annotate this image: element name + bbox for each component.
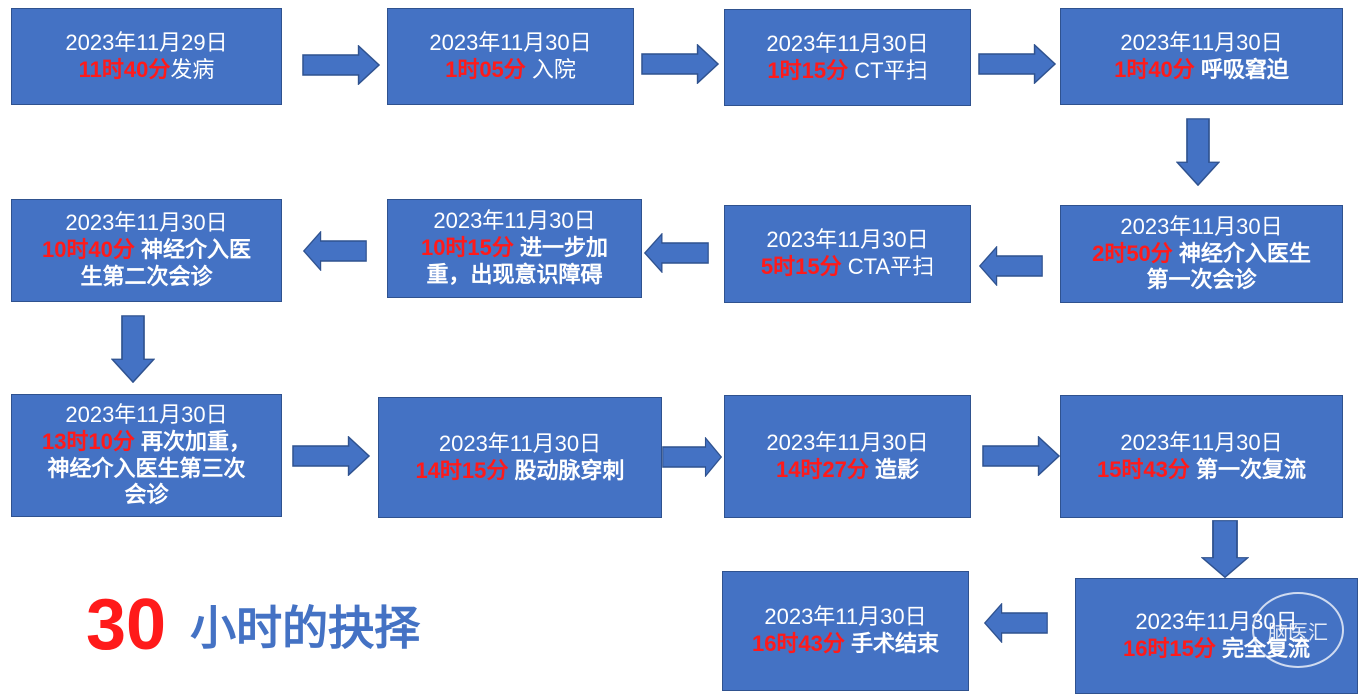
arrow-left-icon: [303, 231, 367, 271]
timeline-step-8: 2023年11月30日 10时40分 神经介入医 生第二次会诊: [11, 199, 282, 302]
timeline-step-6: 2023年11月30日 5时15分 CTA平扫: [724, 205, 971, 303]
step-event: 发病: [170, 56, 215, 82]
step-time: 1时15分: [767, 57, 849, 83]
arrow-left-icon: [984, 603, 1048, 643]
timeline-step-4: 2023年11月30日 1时40分 呼吸窘迫: [1060, 8, 1343, 105]
step-event: CTA平扫: [841, 254, 935, 279]
step-date: 2023年11月30日: [1120, 429, 1283, 455]
arrow-right-icon: [292, 436, 370, 476]
step-date: 2023年11月30日: [766, 227, 929, 253]
timeline-step-1: 2023年11月29日 11时40分发病: [11, 8, 282, 105]
step-event-cont: 会诊: [124, 482, 169, 508]
arrow-down-icon: [111, 315, 155, 383]
step-event: 再次加重，: [134, 428, 252, 454]
step-date: 2023年11月30日: [65, 401, 228, 427]
arrow-right-icon: [982, 436, 1060, 476]
step-event-cont: 生第二次会诊: [80, 263, 213, 289]
step-event: 手术结束: [844, 631, 940, 656]
step-date: 2023年11月30日: [766, 30, 929, 56]
timeline-step-5: 2023年11月30日 2时50分 神经介入医生 第一次会诊: [1060, 205, 1343, 303]
step-time: 10时15分: [420, 235, 514, 261]
arrow-right-icon: [662, 437, 722, 477]
step-date: 2023年11月30日: [429, 29, 592, 55]
step-event-cont: 神经介入医生第三次: [47, 455, 246, 481]
step-date: 2023年11月30日: [438, 430, 602, 456]
arrow-right-icon: [302, 45, 380, 85]
watermark-logo: 脑医汇: [1252, 592, 1344, 668]
step-time: 1时40分: [1114, 56, 1195, 82]
step-event: CT平扫: [848, 57, 928, 83]
step-time: 13时10分: [41, 428, 135, 454]
step-time: 2时50分: [1092, 240, 1173, 266]
title-text: 小时的抉择: [190, 602, 421, 654]
step-time: 15时43分: [1096, 456, 1190, 482]
step-event: 神经介入医生: [1172, 240, 1311, 266]
arrow-left-icon: [979, 246, 1043, 286]
arrow-down-icon: [1201, 520, 1249, 578]
step-time: 10时40分: [41, 237, 135, 263]
step-date: 2023年11月30日: [65, 210, 228, 236]
timeline-step-9: 2023年11月30日 13时10分 再次加重， 神经介入医生第三次 会诊: [11, 394, 282, 517]
step-time: 11时40分: [78, 56, 171, 82]
step-event: 呼吸窘迫: [1194, 56, 1289, 82]
step-event-cont: 重，出现意识障碍: [426, 261, 603, 287]
timeline-step-10: 2023年11月30日 14时15分 股动脉穿刺: [378, 397, 662, 518]
page-title: 30 小时的抉择: [86, 584, 420, 666]
arrow-left-icon: [644, 233, 709, 273]
timeline-step-3: 2023年11月30日 1时15分 CT平扫: [724, 9, 971, 106]
step-event: 神经介入医: [134, 237, 252, 263]
step-time: 1时05分: [445, 56, 526, 82]
step-date: 2023年11月30日: [766, 429, 929, 455]
step-time: 16时15分: [1122, 636, 1216, 661]
step-event: 造影: [868, 456, 920, 482]
arrow-right-icon: [978, 44, 1056, 84]
step-date: 2023年11月30日: [1120, 29, 1283, 55]
step-date: 2023年11月30日: [433, 208, 596, 234]
step-time: 14时27分: [775, 456, 869, 482]
step-event-cont: 第一次会诊: [1146, 267, 1257, 293]
timeline-step-2: 2023年11月30日 1时05分 入院: [387, 8, 634, 105]
title-number: 30: [86, 585, 167, 665]
step-date: 2023年11月29日: [65, 29, 228, 55]
timeline-step-11: 2023年11月30日 14时27分 造影: [724, 395, 971, 518]
step-event: 进一步加: [513, 235, 609, 261]
timeline-step-14: 2023年11月30日 16时43分 手术结束: [722, 571, 969, 691]
timeline-step-7: 2023年11月30日 10时15分 进一步加 重，出现意识障碍: [387, 199, 642, 298]
step-time: 14时15分: [415, 457, 509, 483]
timeline-step-12: 2023年11月30日 15时43分 第一次复流: [1060, 395, 1343, 518]
step-date: 2023年11月30日: [1120, 213, 1283, 239]
step-event: 股动脉穿刺: [508, 457, 625, 483]
step-event: 入院: [525, 56, 576, 82]
step-event: 第一次复流: [1189, 456, 1307, 482]
arrow-down-icon: [1176, 118, 1220, 186]
step-time: 5时15分: [760, 254, 842, 279]
step-date: 2023年11月30日: [764, 604, 927, 630]
arrow-right-icon: [641, 44, 719, 84]
step-time: 16时43分: [751, 631, 845, 656]
